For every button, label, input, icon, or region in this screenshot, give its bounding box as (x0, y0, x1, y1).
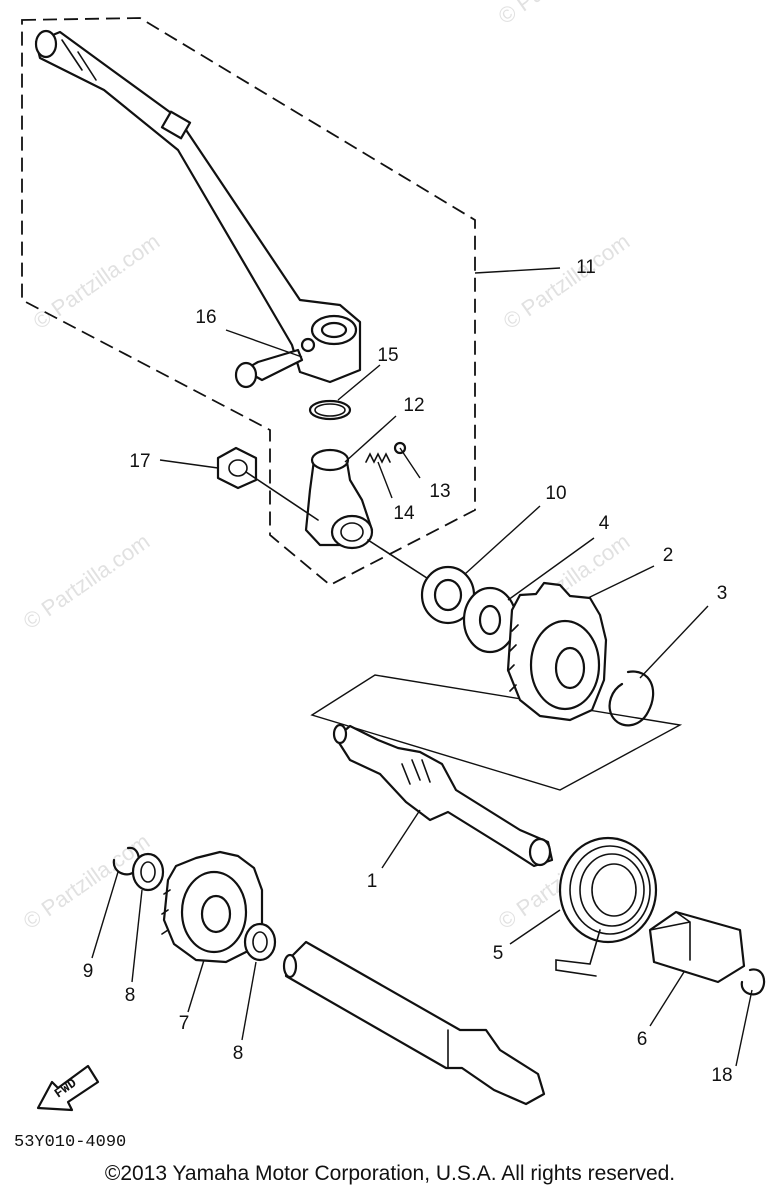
torsion-spring-5 (555, 836, 658, 977)
circlip-3 (608, 670, 655, 727)
washer-8-upper (131, 852, 165, 892)
leader-lines (91, 267, 753, 1067)
callout-12: 12 (403, 395, 424, 416)
kick-axle-assembly-outline (310, 674, 683, 791)
callout-8-lower: 8 (233, 1043, 244, 1064)
callout-13: 13 (429, 481, 450, 502)
callout-14: 14 (393, 503, 415, 524)
washer-8-lower (243, 922, 277, 962)
callout-3: 3 (717, 583, 728, 604)
o-ring-15-inner (314, 403, 346, 417)
axis-line (245, 471, 319, 521)
kick-gear-2 (506, 581, 608, 722)
fwd-arrow-icon: FWD (36, 1064, 100, 1112)
callout-1: 1 (367, 871, 378, 892)
watermark: © Partzilla.com (19, 529, 155, 635)
washer-4 (462, 586, 518, 654)
callout-17: 17 (129, 451, 150, 472)
bolt-16 (234, 348, 304, 389)
spring-14 (365, 452, 391, 464)
circlip-18 (740, 968, 766, 996)
diagram-code: 53Y010-4090 (14, 1133, 126, 1152)
callout-4: 4 (599, 513, 610, 534)
kick-boss-12 (304, 448, 374, 550)
nut-17 (216, 446, 258, 490)
callout-7: 7 (179, 1013, 190, 1034)
copyright-notice: ©2013 Yamaha Motor Corporation, U.S.A. A… (104, 1162, 676, 1185)
kick-crank-lever (34, 29, 362, 384)
oil-seal-10 (420, 565, 476, 625)
callout-6: 6 (637, 1029, 648, 1050)
callout-5: 5 (493, 943, 504, 964)
countershaft (282, 940, 546, 1106)
callout-2: 2 (663, 545, 674, 566)
kick-crank-assembly-outline (21, 17, 476, 587)
callout-labels: 1 2 3 4 5 6 7 8 8 9 10 11 12 13 14 15 16… (83, 257, 733, 1086)
watermark: © Partzilla.com (499, 229, 635, 335)
callout-11: 11 (576, 257, 596, 278)
idle-gear-7 (161, 850, 264, 964)
callout-9: 9 (83, 961, 94, 982)
watermark: © Partzilla.com (494, 0, 630, 29)
watermark: © Partzilla.com (29, 229, 165, 335)
kick-axle-1 (332, 723, 554, 868)
callout-15: 15 (377, 345, 398, 366)
callout-16: 16 (195, 307, 216, 328)
callout-8-upper: 8 (125, 985, 136, 1006)
callout-18: 18 (711, 1065, 732, 1086)
axis-line (367, 539, 431, 581)
spring-stopper-6 (648, 910, 746, 984)
callout-10: 10 (545, 483, 566, 504)
